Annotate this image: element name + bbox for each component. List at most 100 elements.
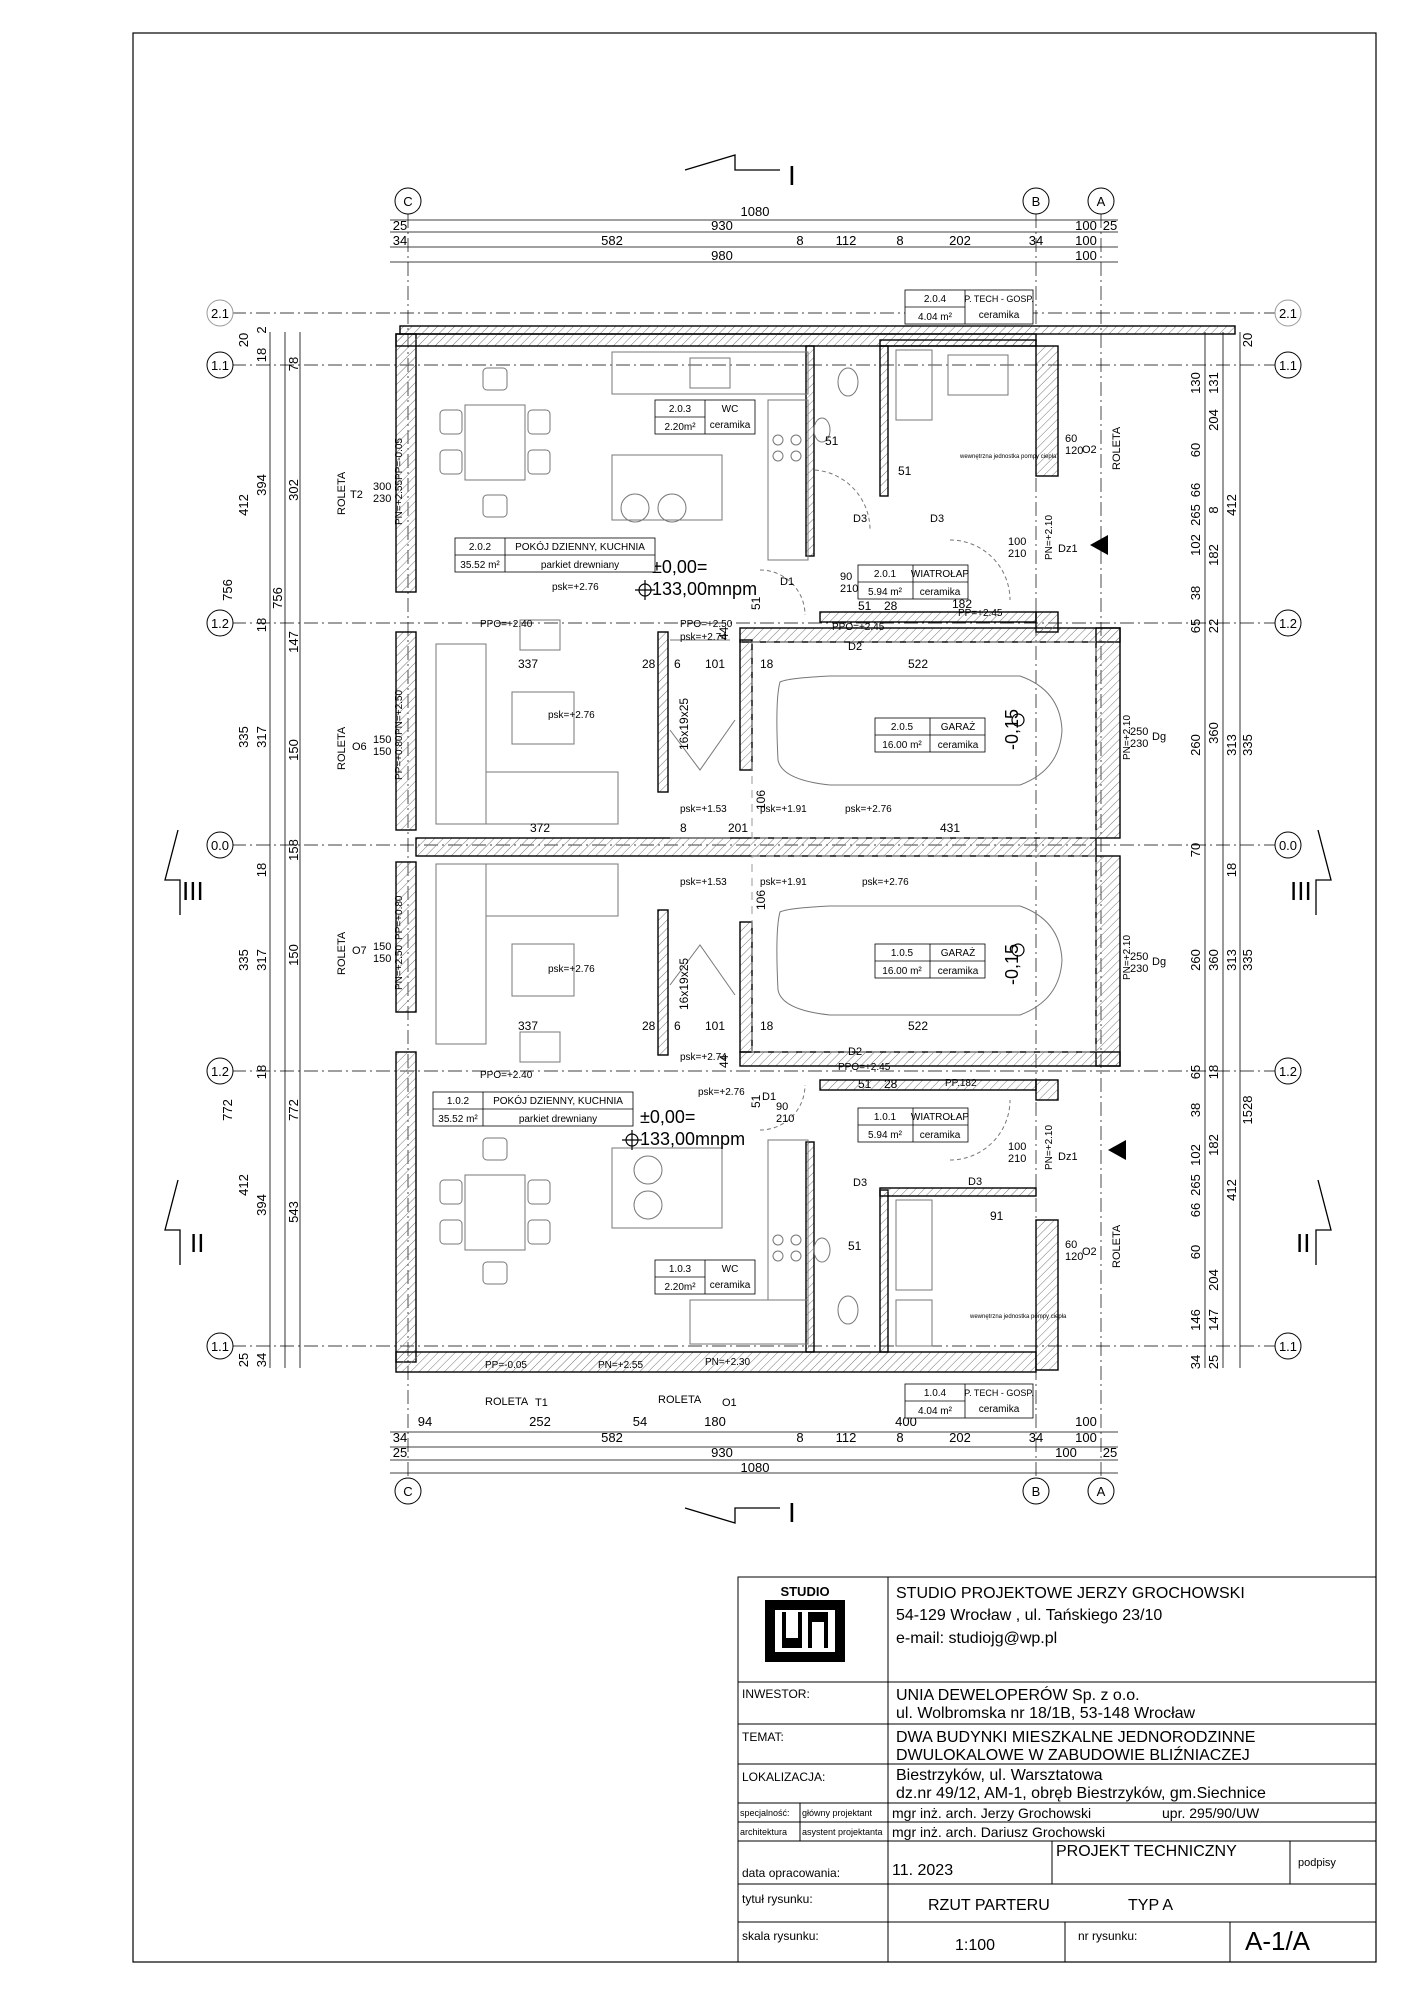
sheet-border bbox=[132, 32, 1377, 1963]
dim-left-20: 20 bbox=[236, 333, 251, 347]
axis-c-bottom: C bbox=[403, 1484, 412, 1499]
room-floor: ceramika bbox=[920, 1130, 961, 1141]
speciality-value: architektura bbox=[740, 1827, 787, 1837]
dim-top-100b: 100 bbox=[1075, 233, 1097, 248]
room-label-204: 2.0.4 4.04 m² P. TECH - GOSP. ceramika bbox=[904, 289, 1034, 325]
room-floor: ceramika bbox=[938, 740, 979, 751]
stairs-label: 16x19x25 bbox=[677, 958, 691, 1010]
dim-51: 51 bbox=[749, 1094, 763, 1108]
dim-bot-100a: 100 bbox=[1075, 1414, 1097, 1429]
room-floor: ceramika bbox=[710, 1280, 751, 1291]
project-phase: PROJEKT TECHNICZNY bbox=[1056, 1843, 1237, 1860]
dim-left-772b: 772 bbox=[286, 1099, 301, 1121]
dim-top-100a: 100 bbox=[1075, 218, 1097, 233]
dim-right-8a: 8 bbox=[1206, 506, 1221, 513]
dim-bot-8a: 8 bbox=[796, 1430, 803, 1445]
dim-left-317a: 317 bbox=[254, 726, 269, 748]
door-dg: Dg bbox=[1152, 956, 1166, 968]
axis-11-left-top: 1.1 bbox=[211, 358, 229, 373]
room-name: WC bbox=[722, 404, 739, 415]
axis-11-right-bottom: 1.1 bbox=[1279, 1339, 1297, 1354]
dim-top-112: 112 bbox=[836, 233, 857, 248]
studio-name: STUDIO PROJEKTOWE JERZY GROCHOWSKI bbox=[896, 1585, 1245, 1602]
dim-right-182a: 182 bbox=[1206, 544, 1221, 566]
dim-right-34: 34 bbox=[1188, 1355, 1203, 1369]
dim-337: 337 bbox=[518, 1019, 538, 1033]
pn-label: PN=+2.50 bbox=[394, 945, 405, 990]
pn-label: PN=+2.50 bbox=[394, 690, 405, 735]
window-height: 150 bbox=[373, 953, 391, 965]
door-width: 90 bbox=[840, 571, 852, 583]
dim-left-394b: 394 bbox=[254, 1194, 269, 1216]
room-floor: ceramika bbox=[979, 1404, 1020, 1415]
room-num: 2.0.4 bbox=[924, 294, 947, 305]
room-floor: parkiet drewniany bbox=[519, 1114, 597, 1125]
dim-28: 28 bbox=[642, 1019, 656, 1033]
dim-right-60b: 60 bbox=[1188, 1245, 1203, 1259]
axis-bubbles bbox=[206, 187, 1302, 1505]
dim-106: 106 bbox=[754, 890, 768, 910]
ppo-label: PPO=+2.50 bbox=[680, 619, 733, 630]
title-block bbox=[737, 1576, 1377, 1963]
dim-right-313a: 313 bbox=[1224, 734, 1239, 756]
dim-right-65a: 65 bbox=[1188, 619, 1203, 633]
dim-bot-34a: 34 bbox=[393, 1430, 407, 1445]
room-name: WIATROŁAP bbox=[911, 1112, 969, 1123]
psk-label: psk=+2.76 bbox=[548, 964, 595, 975]
section-label-left-lower: II bbox=[190, 1228, 204, 1258]
dim-left-335b: 335 bbox=[236, 949, 251, 971]
dim-18: 18 bbox=[760, 657, 774, 671]
dim-right-335b: 335 bbox=[1240, 949, 1255, 971]
dim-left-2: 2 bbox=[254, 326, 269, 333]
window-width: 300 bbox=[373, 481, 391, 493]
roleta-label: ROLETA bbox=[1111, 426, 1123, 470]
dim-left-772a: 772 bbox=[220, 1099, 235, 1121]
room-num: 2.0.3 bbox=[669, 404, 692, 415]
door-d1: D1 bbox=[780, 576, 794, 588]
room-num: 2.0.1 bbox=[874, 569, 897, 580]
pn-label: PN=+2.10 bbox=[1044, 1125, 1055, 1170]
room-label-201: 2.0.1 5.94 m² WIATROŁAP ceramika bbox=[857, 564, 969, 600]
dim-right-65b: 65 bbox=[1188, 1065, 1203, 1079]
dim-left-34: 34 bbox=[254, 1353, 269, 1367]
dim-left-412a: 412 bbox=[236, 494, 251, 516]
dim-bot-25a: 25 bbox=[393, 1445, 407, 1460]
room-name: WIATROŁAP bbox=[911, 569, 969, 580]
axis-21-left: 2.1 bbox=[211, 306, 229, 321]
axis-a-bottom: A bbox=[1097, 1484, 1106, 1499]
dim-left-158: 158 bbox=[286, 839, 301, 861]
ppo-label: PPO=+2.45 bbox=[832, 622, 885, 633]
dim-18: 18 bbox=[760, 1019, 774, 1033]
window-width: 150 bbox=[373, 734, 391, 746]
door-dg: Dg bbox=[1152, 731, 1166, 743]
dim-bot-930: 930 bbox=[711, 1445, 733, 1460]
dim-522: 522 bbox=[908, 657, 928, 671]
psk-label: psk=+1.53 bbox=[680, 877, 727, 888]
dim-bot-252: 252 bbox=[529, 1414, 551, 1429]
room-name: P. TECH - GOSP. bbox=[964, 1388, 1034, 1398]
dim-top-202: 202 bbox=[949, 233, 971, 248]
section-label-left-upper: III bbox=[182, 876, 204, 906]
dim-28: 28 bbox=[884, 599, 898, 613]
date-value: 11. 2023 bbox=[892, 1862, 953, 1879]
dim-right-204a: 204 bbox=[1206, 409, 1221, 431]
dim-left-317b: 317 bbox=[254, 949, 269, 971]
dim-337: 337 bbox=[518, 657, 538, 671]
dim-top-34a: 34 bbox=[393, 233, 407, 248]
dim-522: 522 bbox=[908, 1019, 928, 1033]
window-o1: O1 bbox=[722, 1397, 737, 1409]
dim-bot-8b: 8 bbox=[896, 1430, 903, 1445]
window-height: 230 bbox=[373, 493, 391, 505]
room-label-203: 2.0.3 2.20m² WC ceramika bbox=[654, 399, 756, 435]
dim-right-66a: 66 bbox=[1188, 483, 1203, 497]
psk-label: psk=+2.74 bbox=[680, 632, 727, 643]
room-floor: parkiet drewniany bbox=[541, 560, 619, 571]
dim-right-102b: 102 bbox=[1188, 1144, 1203, 1166]
date-label: data opracowania: bbox=[742, 1866, 840, 1880]
room-area: 5.94 m² bbox=[868, 587, 903, 598]
drawing-type: TYP A bbox=[1128, 1897, 1173, 1914]
role-main: główny projektant bbox=[802, 1808, 873, 1818]
dim-top-34b: 34 bbox=[1029, 233, 1043, 248]
door-d3: D3 bbox=[968, 1176, 982, 1188]
dim-106: 106 bbox=[754, 790, 768, 810]
